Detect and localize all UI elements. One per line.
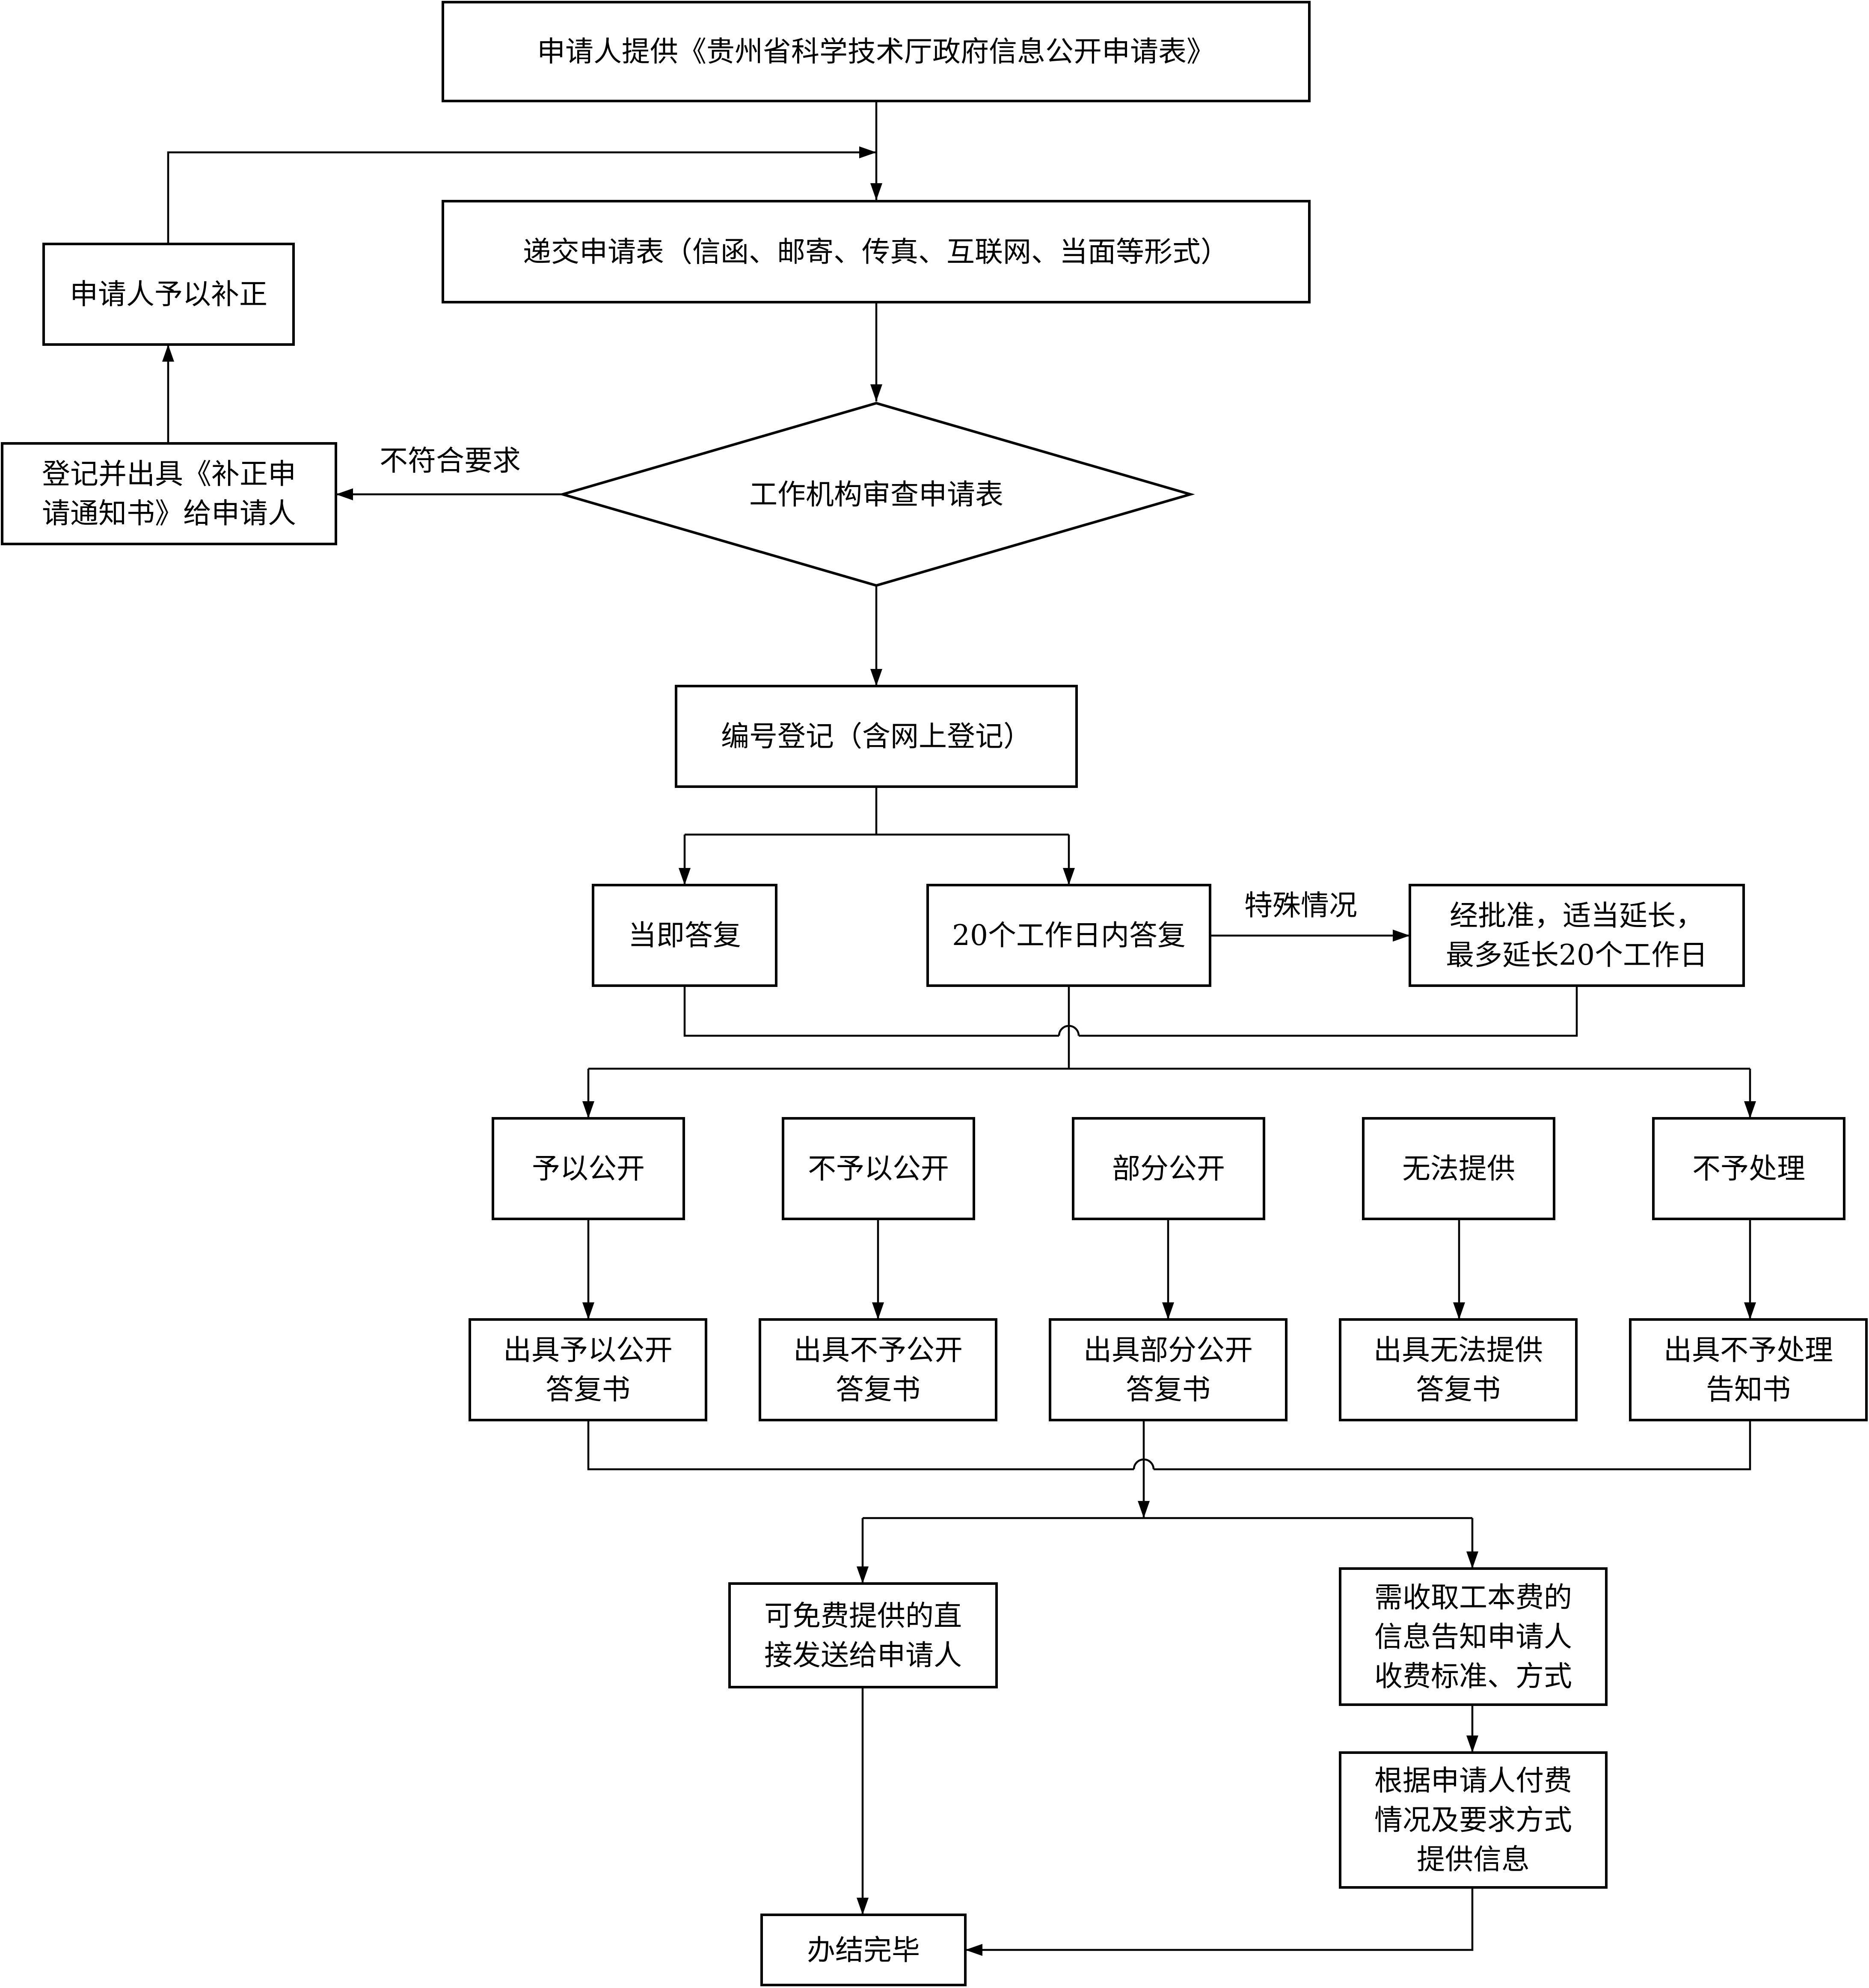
node-text: 申请人予以补正	[70, 278, 267, 311]
node-submit-form: 申请人提供《贵州省科学技术厅政府信息公开申请表》	[442, 1, 1311, 102]
node-text-line: 编号登记（含网上登记）	[721, 720, 1032, 753]
node-review-diamond: 工作机构审查申请表	[558, 401, 1195, 587]
node-text-line: 答复书	[1126, 1373, 1210, 1406]
node-text-line: 递交申请表（信函、邮寄、传真、互联网、当面等形式）	[523, 235, 1229, 268]
node-text: 不予以公开	[808, 1152, 949, 1185]
node-applicant-correct: 申请人予以补正	[42, 243, 295, 346]
node-text-line: 根据申请人付费	[1374, 1764, 1572, 1797]
node-immediate-reply: 当即答复	[592, 884, 777, 987]
node-text-line: 出具无法提供	[1374, 1334, 1543, 1367]
node-doc-partial: 出具部分公开答复书	[1049, 1318, 1288, 1421]
node-text: 当即答复	[628, 919, 741, 952]
node-text: 予以公开	[532, 1152, 645, 1185]
edge-doc-merge-a	[587, 1420, 1134, 1471]
node-register: 编号登记（含网上登记）	[675, 685, 1078, 788]
node-text-line: 最多延长20个工作日	[1446, 939, 1708, 972]
edge-merge-b	[1079, 986, 1578, 1037]
node-text: 根据申请人付费情况及要求方式提供信息	[1374, 1764, 1572, 1876]
node-text-line: 出具不予公开	[793, 1334, 963, 1367]
edge-doc-merge-b	[1154, 1420, 1751, 1471]
node-text: 工作机构审查申请表	[749, 478, 1003, 511]
connectors	[162, 101, 1756, 1956]
node-text-line: 申请人提供《贵州省科学技术厅政府信息公开申请表》	[537, 35, 1215, 68]
node-text-line: 出具不予处理	[1664, 1334, 1833, 1367]
node-text: 出具予以公开答复书	[503, 1334, 673, 1406]
node-text-line: 经批准，适当延长，	[1450, 899, 1704, 932]
node-text-line: 不予处理	[1692, 1152, 1805, 1185]
node-not-disclose: 不予以公开	[782, 1117, 975, 1220]
node-text: 经批准，适当延长， 最多延长20个工作日	[1446, 899, 1708, 972]
node-text-line: 申请人予以补正	[70, 278, 267, 311]
node-text: 递交申请表（信函、邮寄、传真、互联网、当面等形式）	[523, 235, 1229, 268]
node-text: 需收取工本费的信息告知申请人收费标准、方式	[1374, 1581, 1572, 1693]
edge-n22-n23	[965, 1887, 1474, 1956]
node-doc-not-process: 出具不予处理告知书	[1629, 1318, 1868, 1421]
node-text-line: 情况及要求方式	[1374, 1804, 1572, 1836]
node-text: 不予处理	[1692, 1152, 1805, 1185]
node-fee-notice: 需收取工本费的信息告知申请人收费标准、方式	[1339, 1567, 1608, 1706]
node-doc-not-disclose: 出具不予公开答复书	[759, 1318, 997, 1421]
node-text-line: 答复书	[836, 1373, 920, 1406]
node-correction-notice: 登记并出具《补正申请通知书》给申请人	[1, 442, 337, 545]
node-text: 出具不予公开答复书	[793, 1334, 963, 1406]
node-text-line: 可免费提供的直	[764, 1599, 962, 1632]
node-text: 20个工作日内答复	[952, 919, 1186, 952]
node-text-line: 无法提供	[1402, 1152, 1515, 1185]
node-text-line: 当即答复	[628, 919, 741, 952]
node-text: 登记并出具《补正申请通知书》给申请人	[42, 458, 296, 530]
node-text: 出具部分公开答复书	[1083, 1334, 1253, 1406]
node-text-line: 收费标准、方式	[1374, 1660, 1572, 1693]
node-text: 可免费提供的直接发送给申请人	[764, 1599, 962, 1672]
node-not-process: 不予处理	[1652, 1117, 1845, 1220]
node-text: 出具不予处理告知书	[1664, 1334, 1833, 1406]
node-text-line: 办结完毕	[807, 1934, 920, 1967]
node-text-line: 出具部分公开	[1083, 1334, 1253, 1367]
edge-merge-a	[683, 986, 1059, 1037]
node-deliver-form: 递交申请表（信函、邮寄、传真、互联网、当面等形式）	[442, 200, 1311, 303]
node-text-line: 告知书	[1706, 1373, 1791, 1406]
node-text: 办结完毕	[807, 1934, 920, 1967]
node-text-line: 信息告知申请人	[1374, 1620, 1572, 1653]
node-text: 部分公开	[1112, 1152, 1225, 1185]
node-text-line: 提供信息	[1417, 1843, 1530, 1876]
node-text-line: 20个工作日内答复	[952, 919, 1186, 952]
node-text-line: 出具予以公开	[503, 1334, 673, 1367]
node-text-line: 部分公开	[1112, 1152, 1225, 1185]
edge-label-special: 特殊情况	[1244, 889, 1357, 922]
node-unable-provide: 无法提供	[1362, 1117, 1555, 1220]
node-doc-disclose: 出具予以公开答复书	[469, 1318, 707, 1421]
node-complete: 办结完毕	[760, 1914, 967, 1986]
node-text-line: 需收取工本费的	[1374, 1581, 1572, 1614]
edge-label-not-meet: 不符合要求	[380, 444, 521, 477]
node-provide-info: 根据申请人付费情况及要求方式提供信息	[1339, 1751, 1608, 1889]
node-text-line: 接发送给申请人	[764, 1639, 962, 1672]
node-extension: 经批准，适当延长， 最多延长20个工作日	[1409, 884, 1745, 987]
node-doc-unable: 出具无法提供答复书	[1339, 1318, 1578, 1421]
node-text: 编号登记（含网上登记）	[721, 720, 1032, 753]
node-text-line: 工作机构审查申请表	[749, 478, 1003, 511]
node-text: 无法提供	[1402, 1152, 1515, 1185]
node-20-day-reply: 20个工作日内答复	[926, 884, 1211, 987]
node-text-line: 予以公开	[532, 1152, 645, 1185]
node-text-line: 请通知书》给申请人	[42, 497, 296, 530]
node-partial-disclose: 部分公开	[1072, 1117, 1265, 1220]
node-text-line: 答复书	[546, 1373, 630, 1406]
node-free-send: 可免费提供的直接发送给申请人	[728, 1582, 998, 1688]
node-text-line: 答复书	[1416, 1373, 1501, 1406]
node-text-line: 不予以公开	[808, 1152, 949, 1185]
node-text-line: 登记并出具《补正申	[42, 458, 296, 490]
edge-n5-to-main	[167, 146, 876, 244]
node-text: 出具无法提供答复书	[1374, 1334, 1543, 1406]
node-disclose: 予以公开	[492, 1117, 685, 1220]
node-text: 申请人提供《贵州省科学技术厅政府信息公开申请表》	[537, 35, 1215, 68]
